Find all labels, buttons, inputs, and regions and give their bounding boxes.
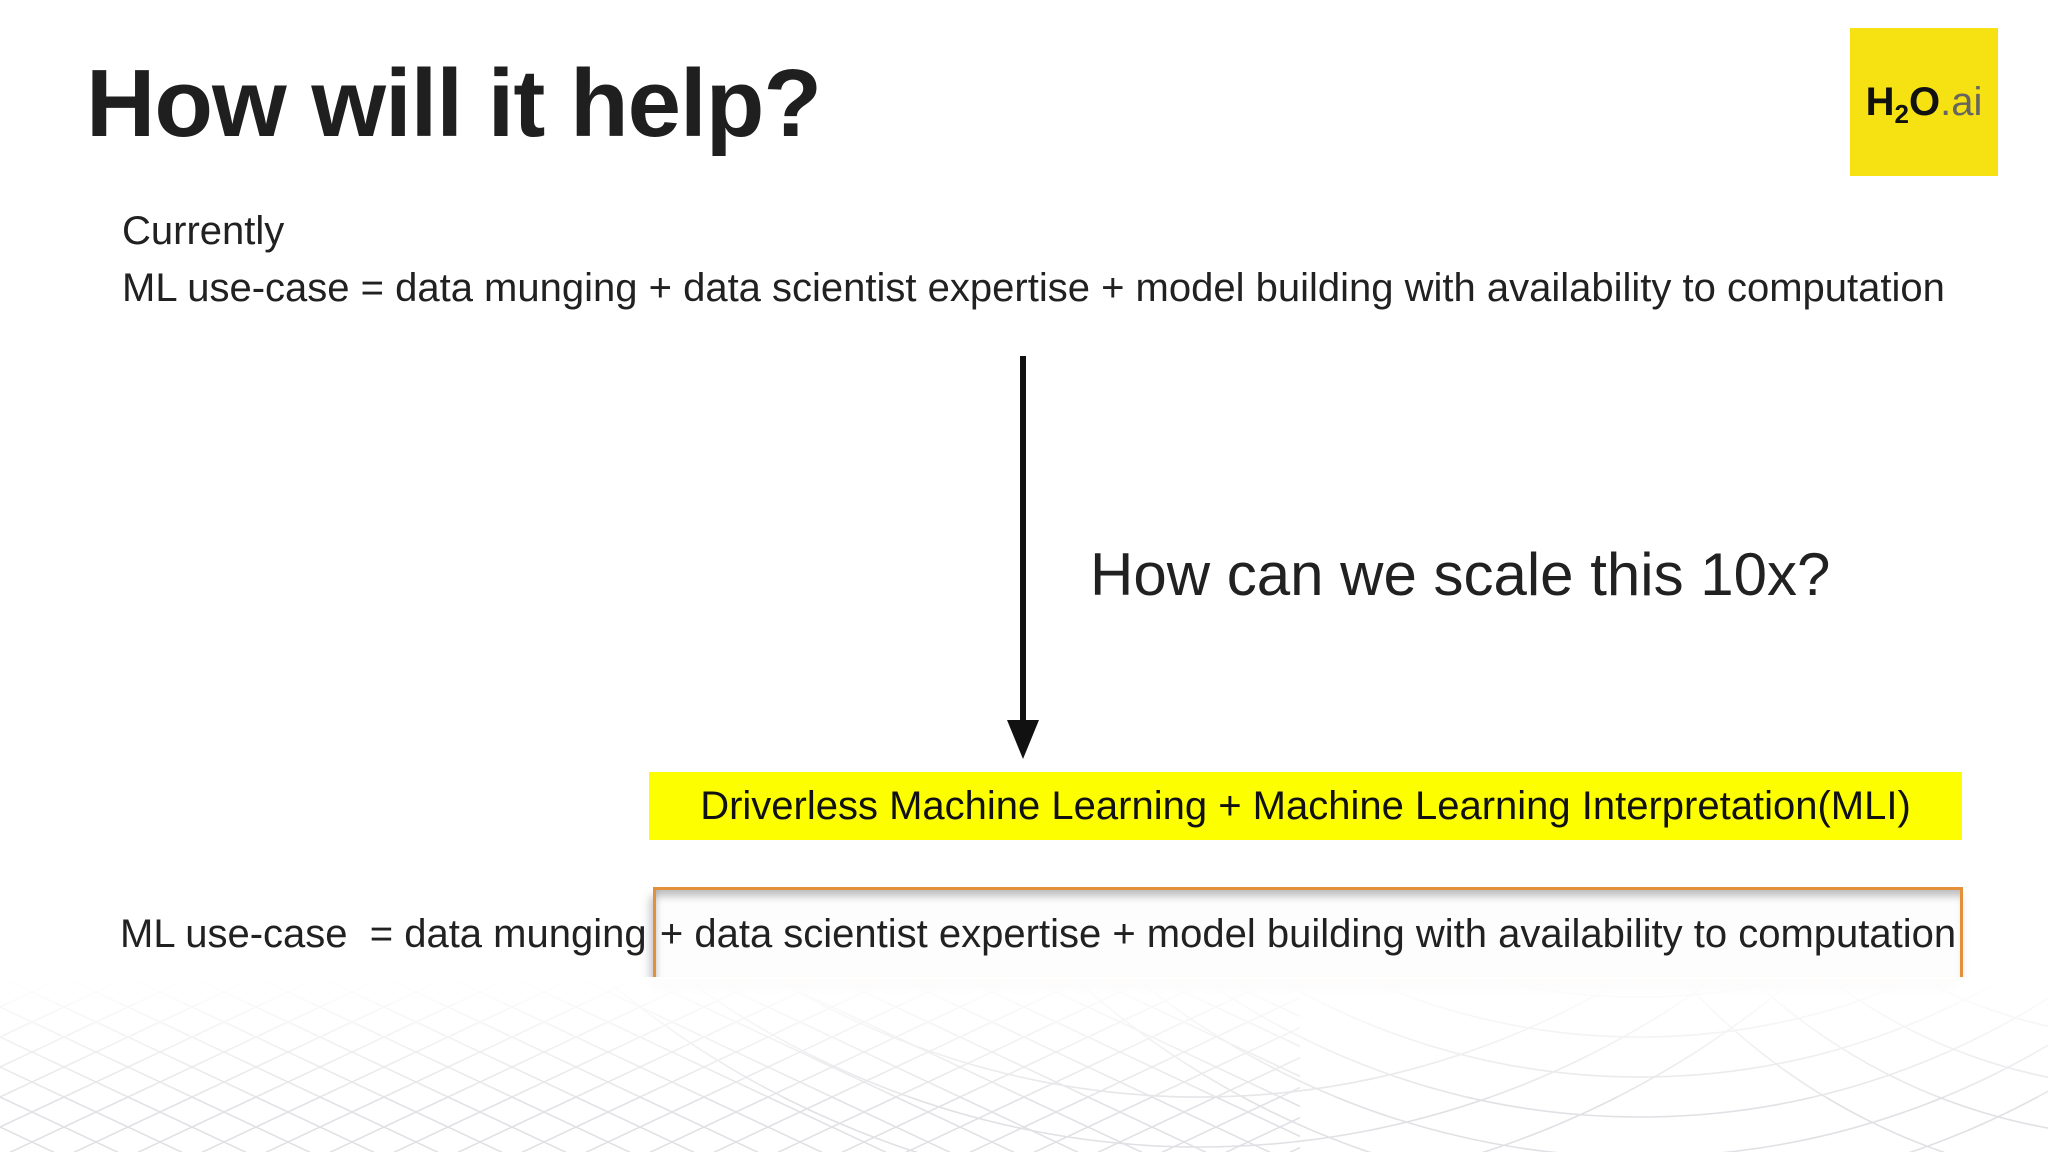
highlighted-answer-bar: Driverless Machine Learning + Machine Le…: [649, 772, 1962, 840]
logo-subscript-2: 2: [1894, 99, 1909, 129]
currently-label: Currently: [122, 209, 285, 253]
logo-o: O: [1908, 80, 1941, 124]
result-equation-prefix: ML use-case = data munging: [120, 911, 658, 956]
logo-ai-suffix: .ai: [1940, 80, 1983, 124]
logo-h: H: [1865, 80, 1895, 124]
h2o-ai-logo: H2O.ai: [1850, 28, 1998, 176]
result-boxed-terms: + data scientist expertise + model build…: [653, 887, 1963, 981]
ml-use-case-equation: ML use-case = data munging + data scient…: [122, 266, 1945, 310]
scale-question-text: How can we scale this 10x?: [1090, 541, 1831, 608]
slide-title: How will it help?: [86, 50, 822, 157]
h2o-ai-logo-text: H2O.ai: [1865, 80, 1983, 127]
down-arrow-icon: [1000, 352, 1048, 762]
